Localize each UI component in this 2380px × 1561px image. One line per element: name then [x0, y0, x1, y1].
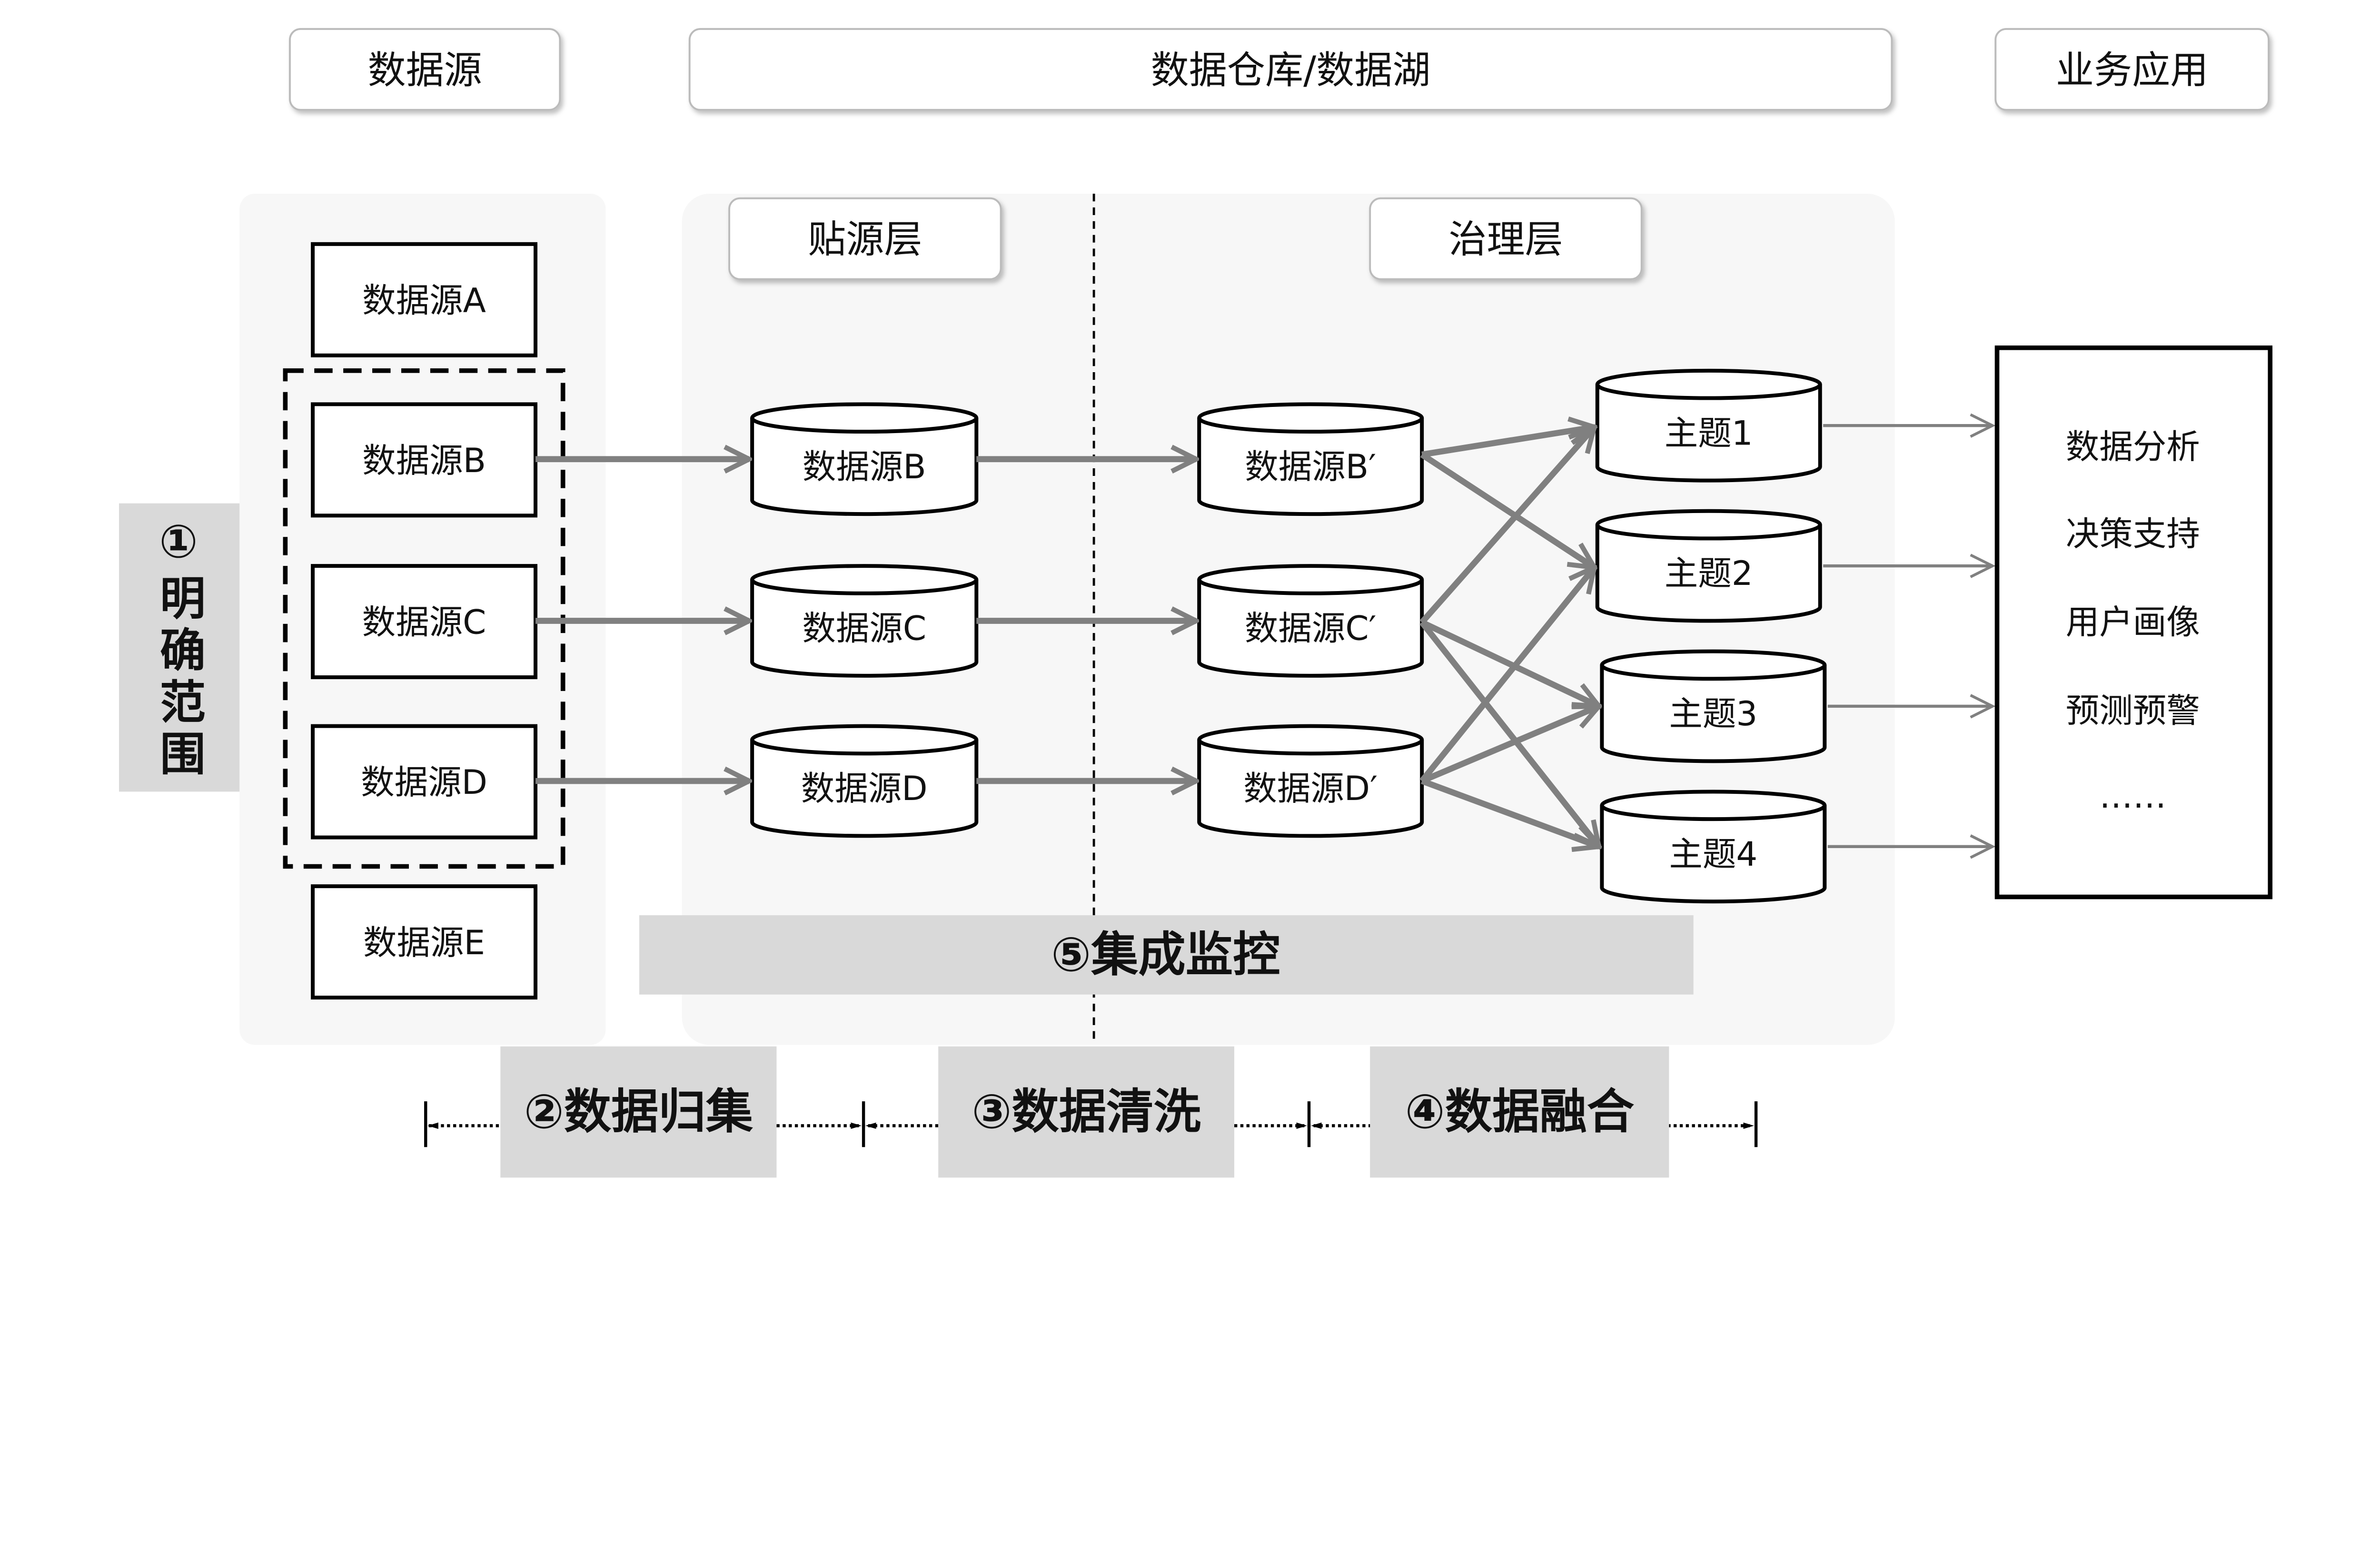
governed-table-label: 数据源C′	[1245, 609, 1377, 648]
topic-table-label: 主题3	[1669, 694, 1757, 733]
governed-table: 数据源B′	[1197, 402, 1424, 516]
step-merge-label: ④数据融合	[1405, 1085, 1635, 1139]
topic-table: 主题3	[1600, 649, 1827, 763]
header-apps-label: 业务应用	[2056, 48, 2208, 92]
staging-table: 数据源C	[750, 564, 979, 678]
step-clean-label: ③数据清洗	[972, 1085, 1201, 1139]
step-monitor-label: ⑤集成监控	[1051, 928, 1280, 982]
flow-arrow	[1419, 567, 1594, 783]
topic-table-label: 主题2	[1665, 554, 1753, 593]
staging-table-label: 数据源B	[803, 447, 926, 486]
topic-table: 主题2	[1595, 509, 1822, 623]
governed-table-label: 数据源D′	[1243, 769, 1378, 808]
application-item: 用户画像	[2066, 603, 2200, 642]
staging-table: 数据源B	[750, 402, 979, 516]
step-merge: ④数据融合	[1370, 1046, 1669, 1178]
source-label: 数据源E	[363, 923, 485, 962]
topic-table-label: 主题4	[1669, 835, 1757, 874]
step-monitor: ⑤集成监控	[639, 915, 1694, 995]
staging-table-label: 数据源C	[802, 609, 926, 648]
governed-table-label: 数据源B′	[1245, 447, 1376, 486]
step-collect: ②数据归集	[500, 1046, 777, 1178]
governed-table: 数据源C′	[1197, 564, 1424, 678]
flow-arrow	[1420, 452, 1594, 567]
source-box: 数据源A	[311, 242, 538, 357]
staging-table: 数据源D	[750, 724, 979, 838]
application-item: 预测预警	[2066, 692, 2200, 731]
step-clean: ③数据清洗	[938, 1046, 1234, 1178]
staging-layer-label-text: 贴源层	[808, 217, 922, 262]
header-apps: 业务应用	[1994, 28, 2270, 111]
governance-layer-label: 治理层	[1369, 197, 1643, 280]
source-label: 数据源C	[362, 603, 486, 642]
flow-arrow	[1421, 427, 1594, 458]
governance-layer-label-text: 治理层	[1448, 217, 1563, 262]
staging-table-label: 数据源D	[801, 769, 928, 808]
source-label: 数据源B	[362, 441, 486, 480]
header-warehouse-label: 数据仓库/数据湖	[1151, 48, 1431, 92]
governed-table: 数据源D′	[1197, 724, 1424, 838]
header-warehouse: 数据仓库/数据湖	[688, 28, 1893, 111]
topic-table-label: 主题1	[1665, 414, 1753, 453]
source-label: 数据源A	[362, 281, 486, 320]
flow-arrow	[1420, 619, 1599, 706]
step-scope-label: ①明确范围	[152, 515, 205, 782]
flow-arrow	[1420, 778, 1599, 847]
source-box: 数据源D	[311, 724, 538, 840]
topic-table: 主题1	[1595, 368, 1822, 483]
application-item: ……	[2099, 777, 2166, 816]
flow-arrow	[1419, 620, 1599, 847]
source-box: 数据源E	[311, 884, 538, 1000]
flow-arrow	[1419, 427, 1594, 624]
source-box: 数据源B	[311, 402, 538, 518]
step-scope: ①明确范围	[119, 503, 240, 792]
header-sources: 数据源	[289, 28, 561, 111]
header-sources-label: 数据源	[367, 48, 482, 92]
step-collect-label: ②数据归集	[524, 1085, 754, 1139]
application-item: 数据分析	[2066, 427, 2200, 466]
flow-arrow	[1420, 706, 1599, 784]
source-box: 数据源C	[311, 564, 538, 680]
staging-layer-label: 贴源层	[728, 197, 1002, 280]
topic-table: 主题4	[1600, 790, 1827, 904]
source-label: 数据源D	[361, 763, 487, 802]
application-item: 决策支持	[2066, 514, 2200, 553]
